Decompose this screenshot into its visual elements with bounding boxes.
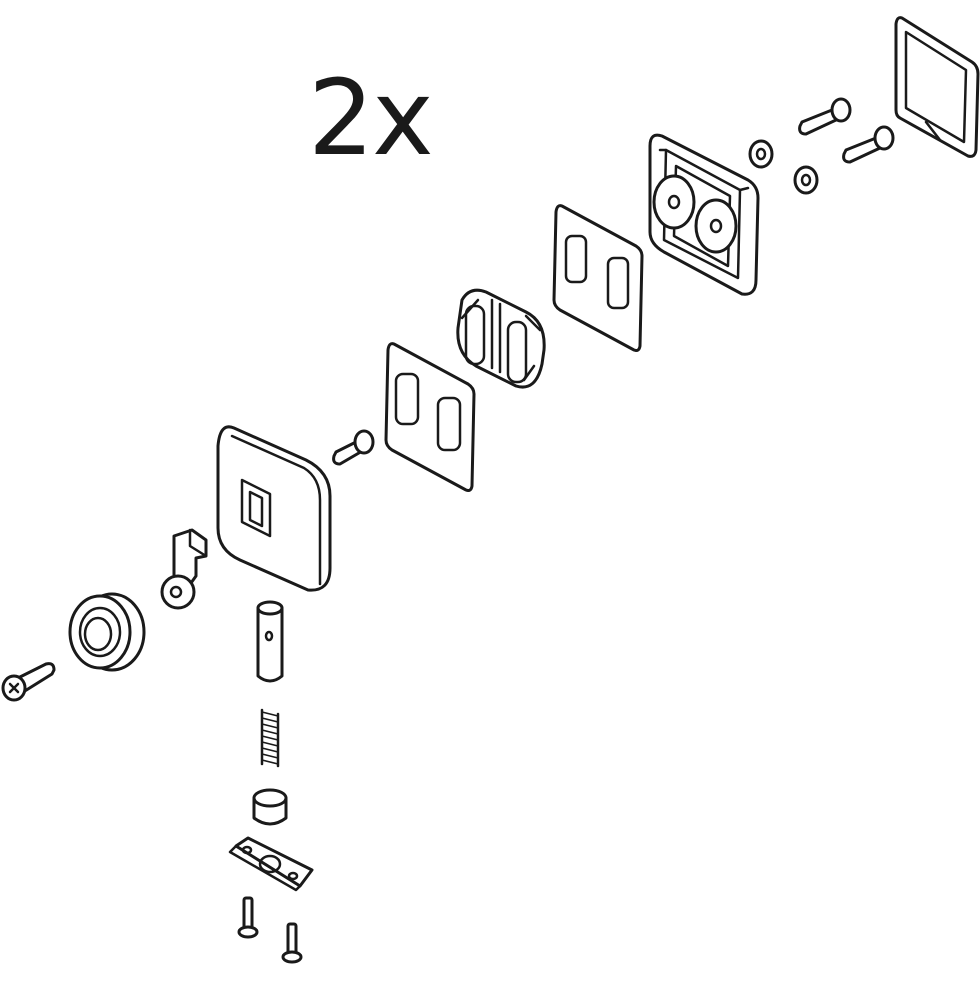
mounting-base bbox=[648, 133, 760, 296]
roller-wheel bbox=[68, 592, 146, 672]
screw-bottom-left bbox=[237, 896, 259, 939]
bolt-left bbox=[1, 662, 56, 702]
cap bbox=[252, 788, 288, 826]
small-screw bbox=[332, 429, 375, 466]
cover-frame bbox=[894, 16, 980, 158]
bolt-upper bbox=[798, 97, 852, 136]
pin bbox=[256, 600, 284, 683]
quantity-label: 2x bbox=[308, 57, 434, 179]
washer-upper bbox=[748, 139, 774, 169]
mounting-plate bbox=[228, 836, 314, 892]
bracket-clip bbox=[160, 528, 208, 610]
double-clip bbox=[456, 288, 546, 389]
spring bbox=[260, 708, 280, 768]
bolt-lower bbox=[842, 125, 895, 164]
gasket-plate-right bbox=[552, 204, 644, 352]
screw-bottom-right bbox=[281, 922, 303, 964]
gasket-plate-left bbox=[384, 342, 476, 492]
washer-lower bbox=[793, 165, 819, 195]
roller-housing bbox=[216, 425, 332, 592]
